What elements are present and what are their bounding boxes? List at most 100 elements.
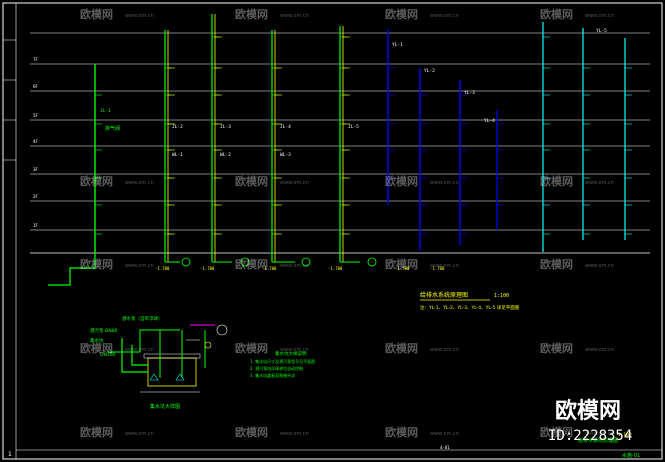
system-note: 注：YL-1、YL-2、YL-3、YL-4、YL-5 详见平面图	[420, 304, 520, 311]
watermark-site-1-3: www.om.cn	[585, 180, 614, 186]
base-tag-3: -1.700	[328, 266, 343, 271]
floor-label-5: 2F	[33, 194, 39, 199]
watermark-site-2-1: www.om.cn	[280, 263, 309, 269]
watermark-brand-0-1: 欧模网	[235, 7, 268, 21]
drawing-name: 给排水系统原理图	[578, 437, 618, 444]
floor-label-3: 4F	[33, 139, 39, 144]
inspection-well-3	[367, 257, 377, 267]
sump-label-3: DN100	[100, 352, 116, 358]
watermark-site-4-3: www.om.cn	[585, 431, 614, 437]
page-number: 1	[8, 451, 12, 458]
base-tag-0: -1.700	[155, 266, 170, 271]
riser-tag-12: YL-5	[596, 28, 607, 34]
watermark-site-4-2: www.om.cn	[430, 431, 459, 437]
watermark-brand-0-2: 欧模网	[385, 7, 418, 21]
watermarks: 欧模网 www.om.cn 欧模网 www.om.cn 欧模网 www.om.cn 欧模网 w…	[80, 7, 614, 439]
sump-label-0: 潜水泵（自带浮球）	[122, 315, 163, 322]
floor-label-0: 7F	[33, 57, 39, 62]
watermark-brand-1-2: 欧模网	[385, 174, 418, 188]
watermark-id: ID:2228354	[548, 428, 632, 444]
base-tag-5: -1.700	[430, 266, 445, 271]
watermark-site-0-3: www.om.cn	[585, 13, 614, 19]
pipe-risers	[48, 14, 632, 286]
riser-tag-8: YL-1	[392, 42, 403, 48]
base-tag-1: -1.700	[200, 266, 215, 271]
watermark-site-0-0: www.om.cn	[125, 13, 154, 19]
watermark-site-4-0: www.om.cn	[125, 431, 154, 437]
watermark-brand-0-0: 欧模网	[80, 7, 113, 21]
inspection-well-0	[181, 257, 191, 267]
riser-tag-4: JL-5	[348, 124, 359, 130]
watermark-brand-3-1: 欧模网	[235, 341, 268, 355]
watermark-site-2-0: www.om.cn	[125, 263, 154, 269]
sump-notes-title: 集水坑大样说明	[275, 350, 307, 357]
sheet-number: 水施-01	[622, 452, 640, 459]
watermark-site-1-1: www.om.cn	[280, 180, 309, 186]
watermark-brand-3-3: 欧模网	[540, 341, 573, 355]
supply-inlet	[48, 253, 96, 286]
pipe-note: 排气阀	[105, 125, 120, 132]
floor-labels: 7F 6F 5F 4F 3F 2F 1F	[33, 57, 39, 228]
sump-note-0: 1. 集水坑尺寸及潜污泵型号见平面图	[250, 358, 315, 364]
base-elevation-tags: -1.700 -1.700 -1.700 -1.700 -1.700 -1.700	[155, 266, 445, 271]
riser-tag-7: WL-3	[280, 152, 291, 158]
watermark-brand-2-3: 欧模网	[540, 257, 573, 271]
watermark-brand-4-1: 欧模网	[235, 425, 268, 439]
watermark-brand-4-3: 欧模网	[540, 425, 573, 439]
watermark-brand-2-1: 欧模网	[235, 257, 268, 271]
floor-label-1: 6F	[33, 84, 39, 89]
inspection-well-2	[301, 257, 311, 267]
sheet-code: 4-01	[440, 445, 450, 450]
sump-detail	[108, 324, 228, 393]
riser-tag-2: JL-3	[220, 124, 231, 130]
inspection-well-1	[240, 257, 250, 267]
riser-tag-3: JL-4	[280, 124, 291, 130]
watermark-site-4-1: www.om.cn	[280, 431, 309, 437]
sump-note-2: 3. 集水坑盖板及爬梯另详	[250, 372, 295, 378]
watermark-brand-0-3: 欧模网	[540, 7, 573, 21]
riser-tag-9: YL-2	[424, 68, 435, 74]
watermark-site-0-2: www.om.cn	[430, 13, 459, 19]
riser-tag-6: WL-2	[220, 152, 231, 158]
system-title: 给排水系统原理图	[420, 291, 468, 299]
riser-tags: JL-1JL-2 JL-3 JL-4 JL-5WL-1 WL-2 WL-3 YL-1YL-2…	[100, 28, 607, 158]
watermark-brand-3-0: 欧模网	[80, 341, 113, 355]
watermark-site-3-3: www.om.cn	[585, 347, 614, 353]
watermark-site-1-2: www.om.cn	[430, 180, 459, 186]
base-tag-4: -1.700	[395, 266, 410, 271]
watermark-site-0-1: www.om.cn	[280, 13, 309, 19]
riser-tag-10: YL-3	[464, 90, 475, 96]
riser-tag-11: YL-4	[484, 118, 495, 124]
watermark-brand-1-0: 欧模网	[80, 174, 113, 188]
watermark-site-3-1: www.om.cn	[280, 347, 309, 353]
sump-label-1: 潜污泵 DN80	[90, 327, 118, 334]
riser-tag-1: JL-2	[172, 124, 183, 130]
floor-label-4: 3F	[33, 167, 39, 172]
watermark-brand-4-2: 欧模网	[385, 425, 418, 439]
watermark-site-1-0: www.om.cn	[125, 180, 154, 186]
watermark-brand-4-0: 欧模网	[80, 425, 113, 439]
sump-detail-title: 集水坑大样图	[150, 403, 180, 410]
watermark-site-3-0: www.om.cn	[125, 347, 154, 353]
sump-label-2: 集水坑	[90, 337, 104, 344]
floor-label-6: 1F	[33, 223, 39, 228]
base-tag-2: -1.700	[262, 266, 277, 271]
watermark-brand-1-1: 欧模网	[235, 174, 268, 188]
watermark-brand-large: 欧模网	[555, 398, 621, 424]
watermark-brand-1-3: 欧模网	[540, 174, 573, 188]
riser-tag-0: JL-1	[100, 108, 111, 114]
riser-tag-5: WL-1	[172, 152, 183, 158]
watermark-site-3-2: www.om.cn	[430, 347, 459, 353]
title-strip-ticks	[3, 39, 16, 161]
floor-label-2: 5F	[33, 113, 39, 118]
sheet-scale: 1:100	[618, 432, 632, 438]
watermark-site-2-2: www.om.cn	[430, 263, 459, 269]
watermark-brand-3-2: 欧模网	[385, 341, 418, 355]
watermark-site-2-3: www.om.cn	[585, 263, 614, 269]
watermark-brand-2-2: 欧模网	[385, 257, 418, 271]
watermark-brand-2-0: 欧模网	[80, 257, 113, 271]
system-scale: 1:100	[494, 293, 509, 299]
sump-note-1: 2. 潜污泵由浮球液位自动控制	[250, 365, 303, 371]
